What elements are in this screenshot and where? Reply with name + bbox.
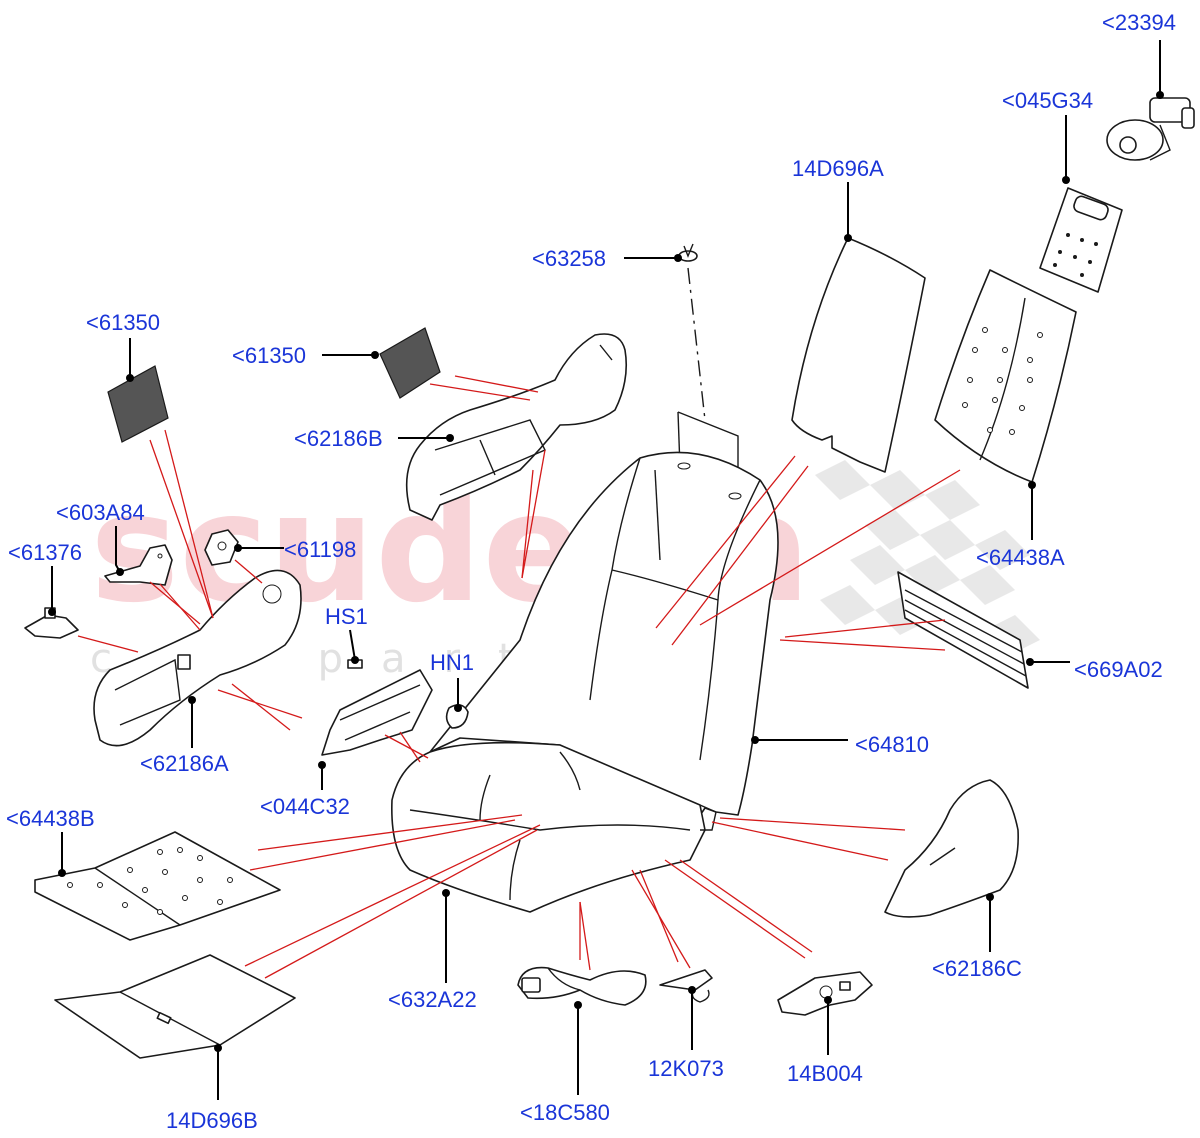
- part-61198-knob: [204, 529, 239, 566]
- label-14D696A: 14D696A: [792, 156, 884, 181]
- label-669A02: <669A02: [1074, 657, 1163, 682]
- label-14D696B: 14D696B: [166, 1108, 258, 1133]
- label-62186C: <62186C: [932, 956, 1022, 981]
- label-62186A: <62186A: [140, 751, 229, 776]
- part-044C32-frame: [321, 659, 469, 756]
- label-62186B: <62186B: [294, 426, 383, 451]
- label-HS1: HS1: [325, 604, 368, 629]
- part-18C580-harness: [517, 966, 647, 1006]
- part-62186B-trim: [405, 333, 628, 521]
- part-045G34-panel: [1039, 187, 1123, 293]
- label-64438B: <64438B: [6, 806, 95, 831]
- label-61350-b: <61350: [232, 343, 306, 368]
- label-63258: <63258: [532, 246, 606, 271]
- part-labels: <23394 <045G34 14D696A <63258 <61350 <61…: [6, 10, 1176, 1133]
- red-leader-lines: [77, 375, 961, 979]
- label-61198: <61198: [284, 537, 356, 562]
- label-18C580: <18C580: [520, 1100, 610, 1125]
- part-64438A-heater-mat: [934, 269, 1077, 483]
- part-61350-mesh-b: [379, 327, 441, 399]
- part-64810-seat-assembly: [391, 451, 779, 913]
- part-62186A-trim: [93, 569, 302, 747]
- label-603A84: <603A84: [56, 500, 145, 525]
- black-leader-lines: [48, 40, 1164, 1100]
- label-64810: <64810: [855, 732, 929, 757]
- label-61350-a: <61350: [86, 310, 160, 335]
- label-045G34: <045G34: [1002, 88, 1093, 113]
- label-044C32: <044C32: [260, 794, 350, 819]
- part-64438B-heater-mat: [34, 831, 281, 941]
- label-14B004: 14B004: [787, 1061, 863, 1086]
- part-12K073-lever: [659, 969, 713, 1003]
- label-64438A: <64438A: [976, 545, 1065, 570]
- part-23394-motor: [1106, 97, 1195, 161]
- label-HN1: HN1: [430, 650, 474, 675]
- part-14D696B-cushion-cover: [54, 954, 296, 1059]
- label-23394: <23394: [1102, 10, 1176, 35]
- part-14D696A-back-cover: [791, 237, 926, 473]
- label-632A22: <632A22: [388, 987, 477, 1012]
- part-62186C-shield: [884, 779, 1019, 918]
- part-61350-mesh-a: [107, 365, 169, 443]
- label-12K073: 12K073: [648, 1056, 724, 1081]
- part-669A02-strip: [897, 571, 1029, 689]
- part-14B004-switch: [777, 971, 873, 1016]
- label-61376: <61376: [8, 540, 82, 565]
